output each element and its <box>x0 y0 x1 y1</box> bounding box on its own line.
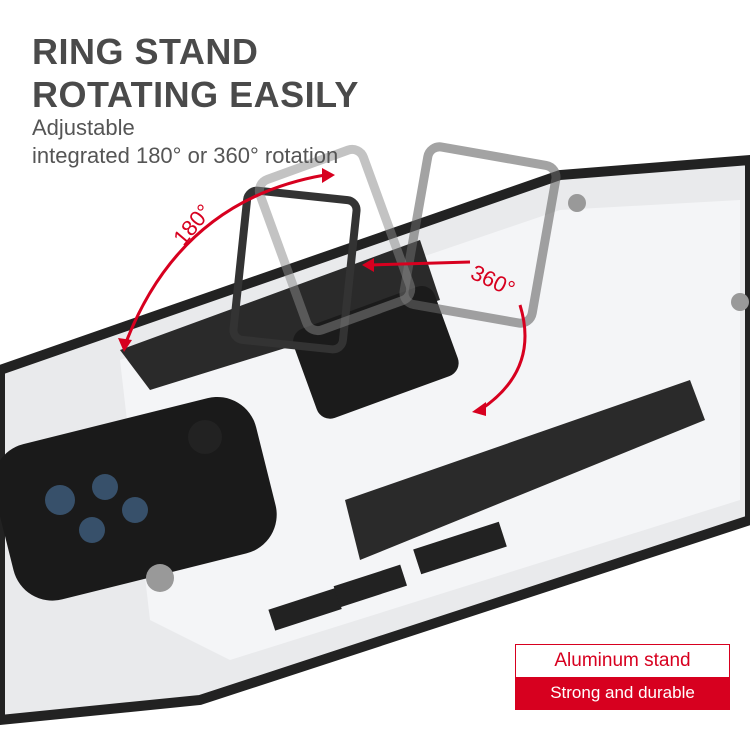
headline-line-2: ROTATING EASILY <box>32 74 359 115</box>
ring-stand <box>229 186 361 354</box>
side-button <box>413 521 507 575</box>
screw <box>146 564 174 592</box>
camera-lens <box>79 517 105 543</box>
ring-stand-ghost <box>254 144 416 336</box>
ring-stand-ghost <box>399 142 561 328</box>
ring-base <box>293 286 459 419</box>
screw <box>731 293 749 311</box>
headline-line-1: RING STAND <box>32 31 259 72</box>
side-button <box>268 588 342 631</box>
badge-bottom-text: Strong and durable <box>516 677 729 709</box>
screw <box>568 194 586 212</box>
side-button <box>333 564 407 608</box>
fingerprint-sensor <box>188 420 222 454</box>
arrowhead <box>118 338 132 352</box>
subtitle: Adjustable integrated 180° or 360° rotat… <box>32 114 338 170</box>
headline: RING STAND ROTATING EASILY <box>32 30 359 116</box>
grip-strip-bottom <box>345 380 705 560</box>
feature-badge: Aluminum stand Strong and durable <box>515 644 730 710</box>
arrowhead <box>362 258 374 272</box>
subtitle-line-2: integrated 180° or 360° rotation <box>32 143 339 168</box>
subtitle-line-1: Adjustable <box>32 115 135 140</box>
rotation-arrow-180 <box>123 173 326 346</box>
arrowhead <box>472 402 486 416</box>
camera-lens <box>92 474 118 500</box>
camera-lens <box>122 497 148 523</box>
camera-lens <box>45 485 75 515</box>
arrowhead <box>322 168 335 183</box>
grip-strip-top <box>120 240 440 390</box>
badge-top-text: Aluminum stand <box>516 645 729 677</box>
rotation-arrow-360 <box>369 260 527 412</box>
